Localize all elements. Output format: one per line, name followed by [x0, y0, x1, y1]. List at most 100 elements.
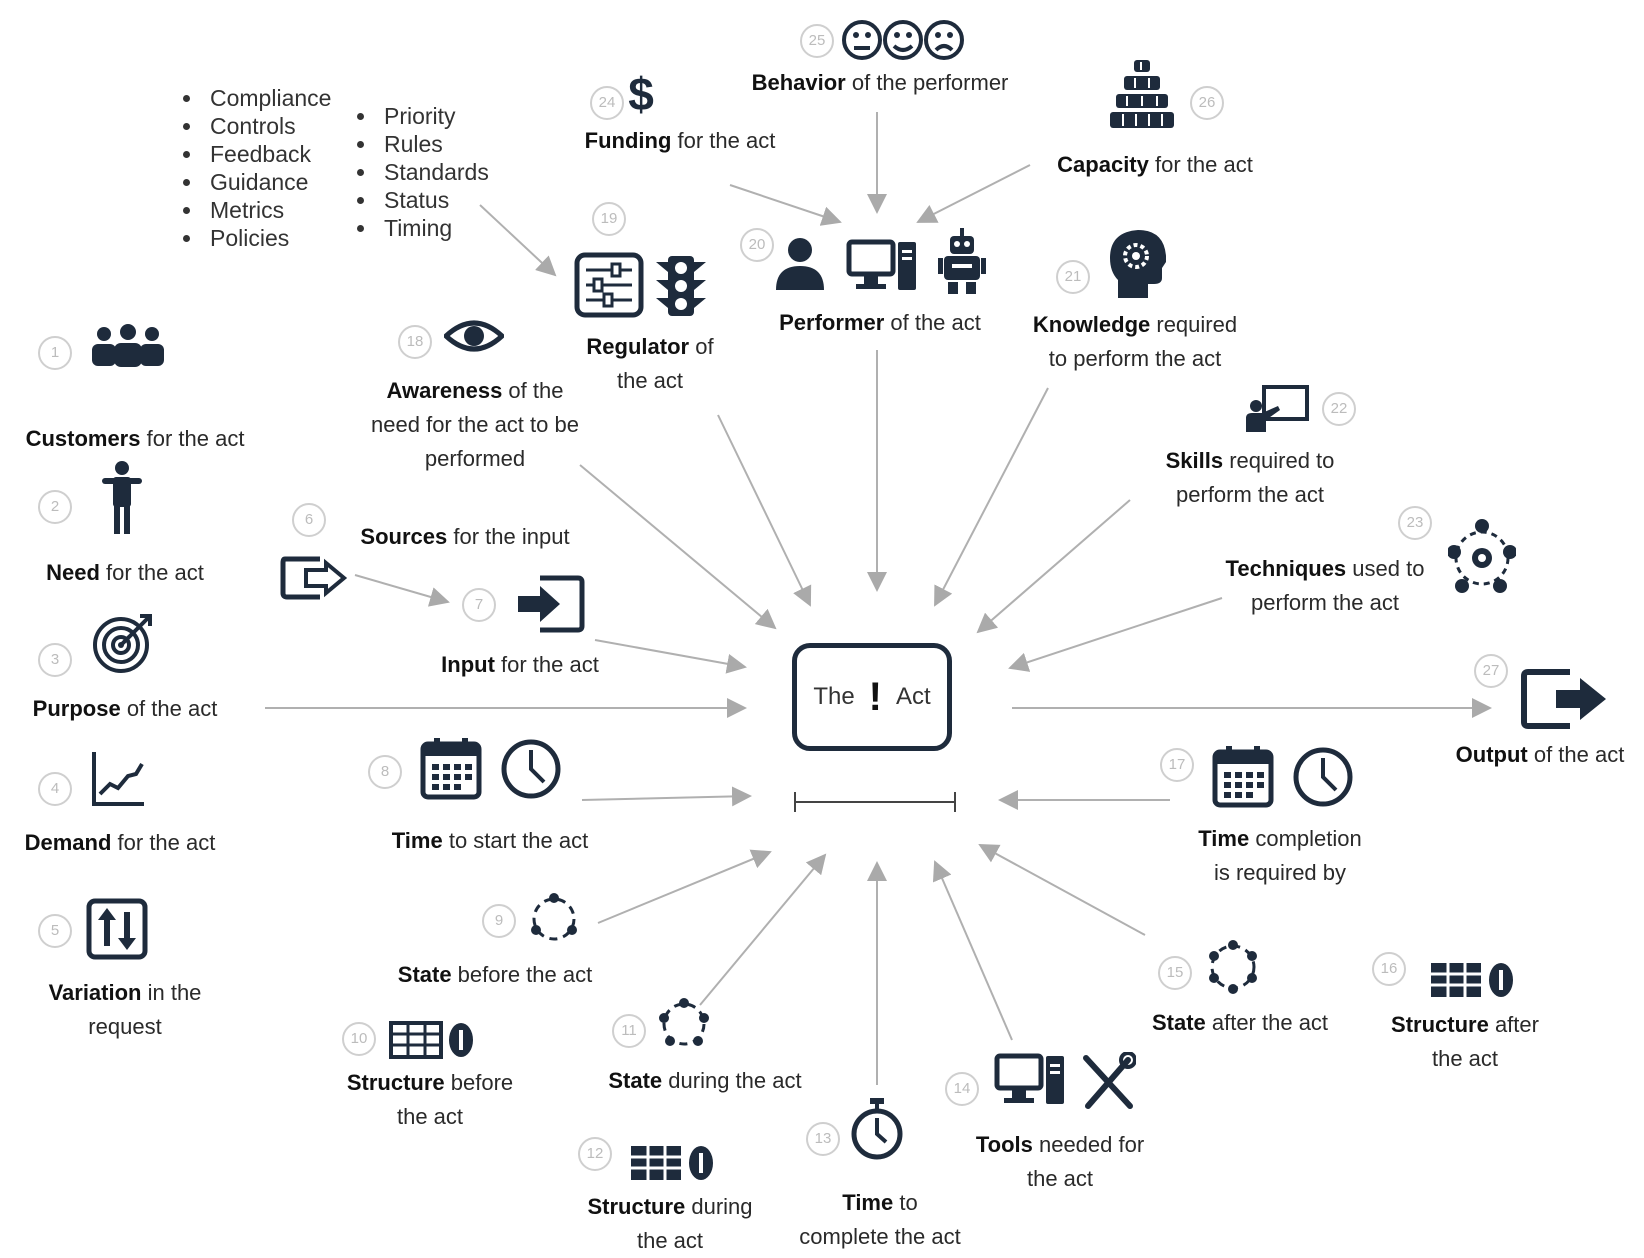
- head-gear-icon: [1110, 230, 1166, 298]
- tools-icon: [1083, 1052, 1136, 1109]
- line-chart-icon: [92, 752, 144, 806]
- node-keyword: Time: [842, 1190, 894, 1215]
- structure-grid-icon: [631, 1146, 713, 1180]
- node-text: before: [444, 1070, 514, 1095]
- clock-icon: [1293, 747, 1353, 807]
- structure-grid-icon: [1431, 963, 1513, 997]
- node-keyword: Behavior: [751, 70, 846, 95]
- node-text: for the act: [111, 830, 216, 855]
- number-badge-7: 7: [462, 588, 496, 622]
- node-text: before the act: [451, 962, 593, 987]
- regulator-bullet-list-right: Priority Rules Standards Status Timing: [352, 102, 489, 242]
- number-badge-24: 24: [590, 86, 624, 120]
- node-demand: Demand for the act: [10, 826, 230, 860]
- node-state-before: State before the act: [380, 958, 610, 992]
- arrow-state-before: [597, 849, 772, 924]
- calendar-icon: [420, 738, 482, 800]
- node-text: for the act: [1148, 152, 1253, 177]
- capacity-people-icon: [1110, 60, 1174, 128]
- node-keyword: Structure: [587, 1194, 686, 1219]
- node-text: in the: [141, 980, 202, 1005]
- node-keyword: Need: [46, 560, 100, 585]
- node-state-after: State after the act: [1130, 1006, 1350, 1040]
- the-act-box: The ! Act: [792, 643, 952, 751]
- node-text: the act: [636, 1228, 704, 1253]
- number-badge-14: 14: [945, 1072, 979, 1106]
- number-badge-8: 8: [368, 755, 402, 789]
- the-act-exclamation: !: [868, 674, 882, 719]
- number-badge-4: 4: [38, 772, 72, 806]
- node-text: for the act: [99, 560, 204, 585]
- techniques-gear-icon: [1448, 519, 1516, 593]
- node-keyword: Customers: [25, 426, 141, 451]
- node-text: to: [893, 1190, 918, 1215]
- node-text: completion: [1249, 826, 1362, 851]
- number-badge-25: 25: [800, 24, 834, 58]
- number-badge-13: 13: [806, 1122, 840, 1156]
- number-badge-19: 19: [592, 202, 626, 236]
- node-text: complete the act: [799, 1224, 961, 1249]
- node-keyword: Structure: [1391, 1012, 1489, 1037]
- node-keyword: Variation: [48, 980, 142, 1005]
- target-icon: [93, 614, 152, 673]
- robot-icon: [938, 228, 986, 294]
- variation-icon: [86, 898, 148, 960]
- node-text: needed for: [1032, 1132, 1145, 1157]
- arrow-techniques: [1008, 597, 1223, 672]
- number-badge-15: 15: [1158, 956, 1192, 990]
- node-sources: Sources for the input: [340, 520, 590, 554]
- node-keyword: Sources: [360, 524, 448, 549]
- number-badge-22: 22: [1322, 392, 1356, 426]
- number-badge-11: 11: [612, 1014, 646, 1048]
- regulator-sliders-icon: [574, 252, 644, 318]
- node-text: during the act: [662, 1068, 802, 1093]
- node-keyword: Funding: [584, 128, 672, 153]
- node-keyword: Output: [1455, 742, 1528, 767]
- list-item: Priority: [378, 102, 489, 130]
- number-badge-21: 21: [1056, 260, 1090, 294]
- number-badge-18: 18: [398, 325, 432, 359]
- arrow-time-start: [581, 786, 752, 807]
- svg-text:$: $: [628, 68, 654, 120]
- node-text: for the act: [140, 426, 245, 451]
- node-text: the act: [616, 368, 684, 393]
- eye-icon: [444, 320, 504, 352]
- number-badge-9: 9: [482, 904, 516, 938]
- arrow-state-after: [978, 844, 1146, 936]
- node-text: for the input: [447, 524, 570, 549]
- node-text: for the act: [671, 128, 776, 153]
- customers-icon: [92, 324, 164, 367]
- node-behavior: Behavior of the performer: [730, 66, 1030, 100]
- node-text: of: [689, 334, 714, 359]
- number-badge-27: 27: [1474, 654, 1508, 688]
- node-text: perform the act: [1176, 482, 1324, 507]
- number-badge-6: 6: [292, 503, 326, 537]
- structure-grid-icon: [389, 1021, 473, 1059]
- node-text: the act: [1431, 1046, 1499, 1071]
- node-purpose: Purpose of the act: [10, 692, 240, 726]
- list-item: Compliance: [204, 84, 331, 112]
- presentation-icon: [1246, 385, 1309, 432]
- arrow-funding: [729, 184, 842, 226]
- node-text: the act: [396, 1104, 464, 1129]
- node-keyword: Tools: [975, 1132, 1033, 1157]
- arrow-awareness: [579, 464, 777, 630]
- number-badge-3: 3: [38, 643, 72, 677]
- the-act-label: Act: [896, 683, 931, 710]
- person-icon: [776, 238, 824, 290]
- faces-icon: [842, 20, 964, 60]
- number-badge-20: 20: [740, 228, 774, 262]
- cycle-state-icon: [659, 998, 709, 1046]
- arrow-sources: [354, 574, 450, 607]
- computer-icon: [846, 239, 916, 290]
- the-act-the: The: [813, 683, 855, 710]
- node-time-complete: Time to complete the act: [770, 1186, 990, 1254]
- node-text: is required by: [1213, 860, 1347, 885]
- node-keyword: State: [397, 962, 452, 987]
- traffic-light-icon: [656, 256, 706, 316]
